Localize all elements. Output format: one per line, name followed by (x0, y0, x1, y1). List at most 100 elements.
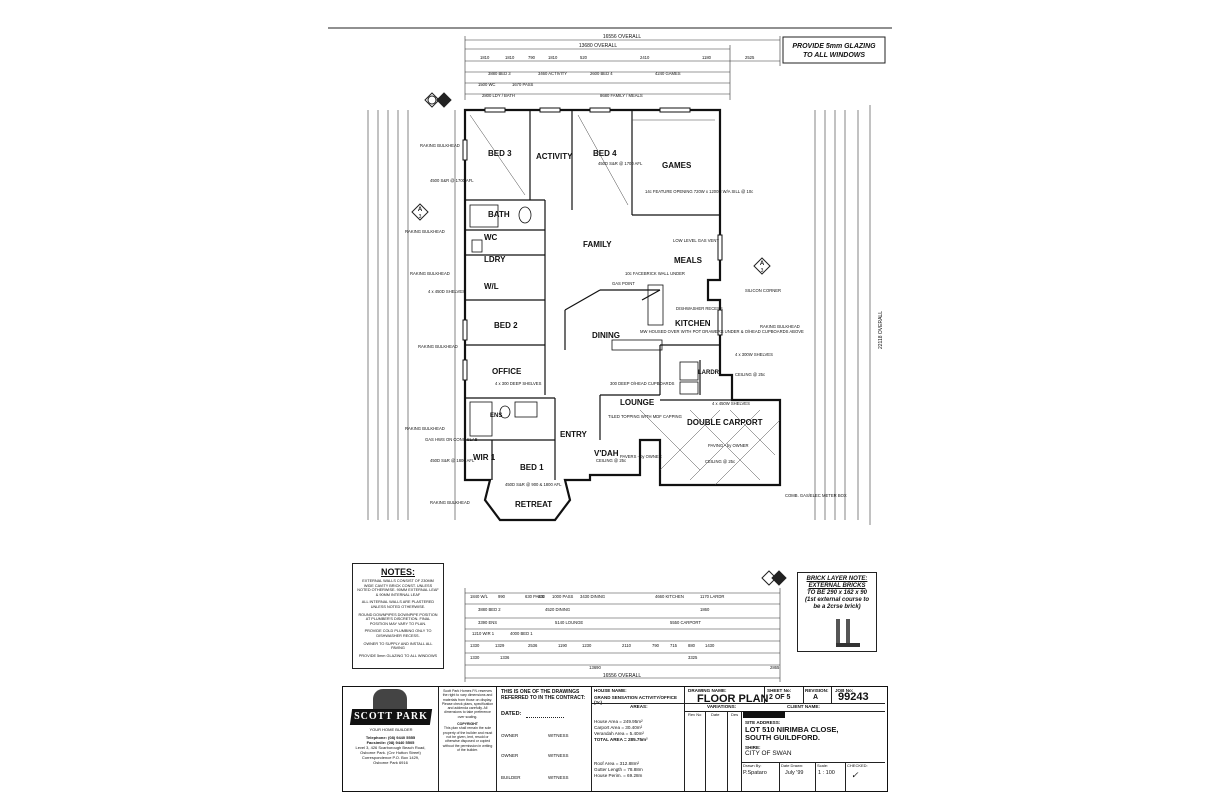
dim: 3880 BED 2 (478, 607, 501, 612)
roof-line: Roof Area = 312.88m² (594, 761, 640, 766)
dim: 790 (652, 643, 660, 648)
annotation: 300 DEEP O/HEAD CUPBOARDS (610, 381, 675, 386)
annotation: CEILING @ 25c (705, 459, 735, 464)
dim: 1810 (505, 55, 515, 60)
date-drawn-label: Date Drawn: (781, 763, 804, 768)
section-letter: A (760, 261, 765, 267)
checked-label: CHECKED: (847, 763, 868, 768)
house-name: GRAND SENSATION ACTIVITY/OFFICE (2c) (594, 695, 678, 705)
revision-label: REVISION: (805, 688, 829, 693)
brick-note-line: be a 2crse brick) (813, 604, 861, 610)
site-line: SOUTH GUILDFORD. (745, 733, 820, 742)
roof-line: House Perim. = 69.28m (594, 773, 643, 778)
annotation: CEILING @ 25c (735, 372, 765, 377)
bottom-dims-row4: 1210 WIR 1 4000 BED 1 (472, 631, 533, 636)
dim: 1430 (705, 643, 715, 648)
witness-label: WITNESS (548, 775, 569, 780)
annotation: TILED TOPPING WITH MDF CAPPING (608, 414, 682, 419)
witness-label: WITNESS (548, 733, 569, 738)
section-marker-bottom (761, 570, 787, 586)
company-logo-panel: SCOTT PARK YOUR HOME BUILDER Telephone: … (343, 687, 439, 791)
dim: 1190 (558, 643, 568, 648)
shire-value: CITY OF SWAN (745, 750, 792, 757)
room-wir1: WIR 1 (473, 453, 496, 462)
raking-ceiling-lines (469, 114, 781, 486)
top-dims-row3: 1500 WC 1670 PASS (478, 82, 534, 87)
dim: 1840 W/L (470, 594, 489, 599)
title-block: SCOTT PARK YOUR HOME BUILDER Telephone: … (342, 686, 888, 792)
brick-note-line: BRICK LAYER NOTE: (806, 576, 868, 582)
note-item: OWNER TO SUPPLY AND INSTALL ALL PAVING (363, 641, 433, 651)
dim: 2600 BED 4 (590, 71, 613, 76)
dim: 3325 (688, 655, 698, 660)
dim: 1000 PASS (552, 594, 574, 599)
job-label: JOB No: (835, 688, 854, 693)
drawn-value: P.Spataro (743, 770, 767, 776)
room-wil: W/L (484, 282, 499, 291)
dated-field[interactable] (526, 717, 564, 718)
contact-block: Telephone: (08) 9440 5555 Facsimile: (08… (347, 735, 434, 765)
room-vdah: V'DAH (594, 449, 619, 458)
areas-label: AREAS: (630, 704, 648, 709)
dim: 2536 (528, 643, 538, 648)
roof-line: Gutter Length = 78.88m (594, 767, 643, 772)
sheet-label: SHEET No: (767, 688, 792, 693)
annotation: RAKING BULKHEAD (418, 344, 458, 349)
annotation: 450D S&R @ 1800 AFL (430, 458, 475, 463)
dim: 2410 (640, 55, 650, 60)
client-redacted (743, 711, 785, 718)
dim: 1670 PASS (512, 82, 534, 87)
date-header: Date (711, 712, 720, 717)
room-bed1: BED 1 (520, 463, 544, 472)
dim: 8680 FAMILY / MEALS (600, 93, 643, 98)
area-line: Carport Area = 30.40m² (594, 725, 643, 730)
annotation: 4 x 450W SHELVES (712, 401, 750, 406)
bottom-dims-row5: 1330 1329 2536 1190 1230 2110 790 715 88… (470, 643, 715, 648)
dim: 2865 (770, 665, 780, 670)
glazing-note-box (782, 36, 886, 64)
annotation: COMB. GAS/ELEC METER BOX (785, 493, 847, 498)
bottom-dims-row6: 1330 1336 3325 (470, 655, 698, 660)
contact-line: Osborne Park. (Cnr Hutton Street) (360, 750, 421, 755)
section-letter: A (418, 207, 423, 213)
dated-label: DATED: (501, 711, 522, 717)
rev-no-header: Rev No (688, 712, 702, 717)
section-marker-left: A 3 (411, 203, 429, 221)
shire-label: SHIRE: (745, 745, 761, 750)
room-labels: BED 3 ACTIVITY BED 4 GAMES BATH WC LDRY … (473, 149, 763, 509)
room-games: GAMES (662, 161, 692, 170)
annotation: 450D S&R @ 1700 AFL (598, 161, 643, 166)
scale-value: 1 : 100 (818, 770, 835, 776)
scale-label: Scale: (817, 763, 829, 768)
right-dimension-lines (814, 105, 871, 525)
rights-text: Scott Park Homes P/L reserves the right … (441, 689, 494, 719)
glazing-note-line1: PROVIDE 5mm GLAZING (792, 43, 876, 50)
dim: 1336 (500, 655, 510, 660)
annotation: 450D S&R @ 900 & 1800 AFL (505, 482, 562, 487)
room-dining: DINING (592, 331, 620, 340)
annotation: 4 x 300W SHELVES (735, 352, 773, 357)
dim: 520 (580, 55, 588, 60)
room-meals: MEALS (674, 256, 703, 265)
area-line: House Area = 249.95m² (594, 719, 643, 724)
dim: 2110 (622, 643, 632, 648)
date-drawn-value: July '99 (785, 770, 804, 776)
dim: 3880 BED 3 (488, 71, 511, 76)
copyright-text: This plan shall remain the sole property… (442, 726, 493, 752)
logo-tagline: YOUR HOME BUILDER (369, 727, 413, 732)
dim: 4240 GAMES (655, 71, 681, 76)
bottom-dims-row3: 3390 ENS 5140 LOUNGE 5550 CARPORT (478, 620, 701, 625)
areas-panel: HOUSE NAME: GRAND SENSATION ACTIVITY/OFF… (592, 687, 685, 791)
contact-line: Level 3, 426 Scarborough Beach Road, (355, 745, 426, 750)
window-marks (462, 107, 723, 381)
annotation: PAVING - by OWNER (708, 443, 749, 448)
contact-line: Facsimile: (08) 9440 5505 (366, 740, 415, 745)
dim: 2525 (745, 55, 755, 60)
dim: 3460 ACTIVITY (538, 71, 567, 76)
annotation: LOW LEVEL GAS VENT (673, 238, 719, 243)
room-retreat: RETREAT (515, 500, 552, 509)
logo-text: SCOTT PARK (354, 711, 428, 722)
brick-layer-note: BRICK LAYER NOTE: EXTERNAL BRICKS TO BE … (797, 572, 877, 652)
dim: 2800 LDY / BATH (482, 93, 515, 98)
